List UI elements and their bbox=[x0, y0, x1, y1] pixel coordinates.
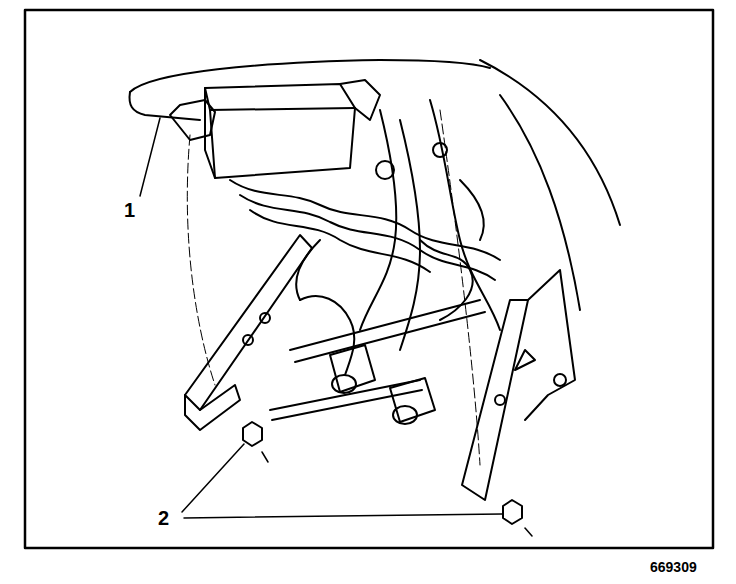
leader-line bbox=[184, 514, 502, 518]
nut bbox=[243, 422, 262, 446]
motor bbox=[390, 378, 435, 422]
harness bbox=[250, 210, 430, 272]
stud-line bbox=[262, 452, 268, 462]
module-side bbox=[340, 80, 380, 120]
alignment-line bbox=[187, 135, 215, 385]
left-bracket-foot bbox=[185, 385, 240, 430]
callout-number: 2 bbox=[158, 508, 169, 528]
wire bbox=[360, 110, 396, 330]
bracket-hole bbox=[243, 335, 253, 345]
module-box bbox=[205, 84, 355, 178]
bracket-hole bbox=[260, 313, 270, 323]
module-edge bbox=[210, 110, 215, 178]
wire bbox=[430, 100, 500, 330]
frame-border bbox=[25, 10, 713, 548]
housing-top bbox=[130, 60, 490, 92]
stud-line bbox=[525, 528, 532, 536]
motor-end bbox=[393, 406, 417, 424]
trim-arc bbox=[480, 60, 620, 225]
wire bbox=[400, 120, 420, 350]
trim-inner bbox=[500, 95, 580, 310]
wire bbox=[296, 240, 320, 300]
callout-number: 1 bbox=[124, 200, 135, 220]
bracket-hole bbox=[554, 374, 566, 386]
right-bracket-flange bbox=[525, 270, 575, 420]
alignment-line bbox=[440, 110, 480, 465]
motor-end bbox=[332, 375, 356, 393]
housing-edge bbox=[130, 92, 200, 120]
left-bracket bbox=[185, 235, 312, 410]
connector bbox=[376, 161, 394, 179]
bracket-hole bbox=[495, 395, 505, 405]
rail bbox=[295, 312, 485, 362]
figure-number: 669309 bbox=[650, 560, 697, 574]
nut bbox=[503, 500, 522, 524]
rail bbox=[272, 390, 422, 420]
leader-line bbox=[140, 118, 160, 196]
module-edge bbox=[205, 88, 355, 110]
wire bbox=[460, 180, 484, 240]
rail bbox=[290, 300, 480, 350]
bracket-slot bbox=[515, 350, 535, 370]
motor bbox=[330, 345, 375, 392]
leader-line bbox=[182, 444, 244, 512]
right-bracket bbox=[462, 300, 528, 500]
